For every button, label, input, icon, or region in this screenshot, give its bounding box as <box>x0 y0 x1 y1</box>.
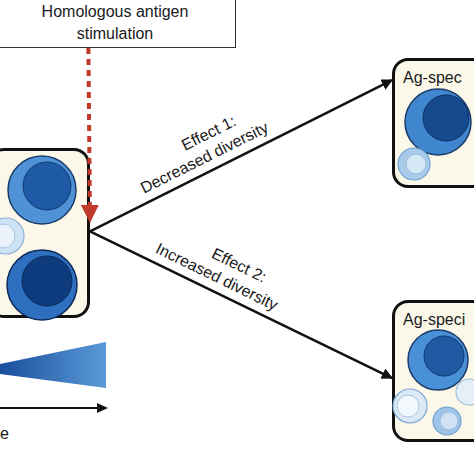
axis-arrow <box>0 407 98 409</box>
axis-arrowhead <box>97 403 108 413</box>
population-box: Ag-speci <box>392 300 474 442</box>
cell-population-box <box>0 148 90 318</box>
stimulus-box: Homologous antigen stimulation <box>0 0 236 48</box>
edge-label: Effect 2: Increased diversity <box>145 218 297 320</box>
node-text: Homologous antigen stimulation <box>17 1 213 45</box>
population-box: Ag-spec <box>392 58 474 188</box>
gradient-wedge <box>0 342 106 388</box>
arrow-connector <box>90 231 392 378</box>
edge-label: Effect 1: Decreased diversity <box>124 98 276 201</box>
arrow-connector <box>90 80 392 231</box>
node-text: Ag-spec <box>395 61 474 89</box>
axis-label: e <box>0 425 9 443</box>
node-text: Ag-speci <box>395 303 474 331</box>
